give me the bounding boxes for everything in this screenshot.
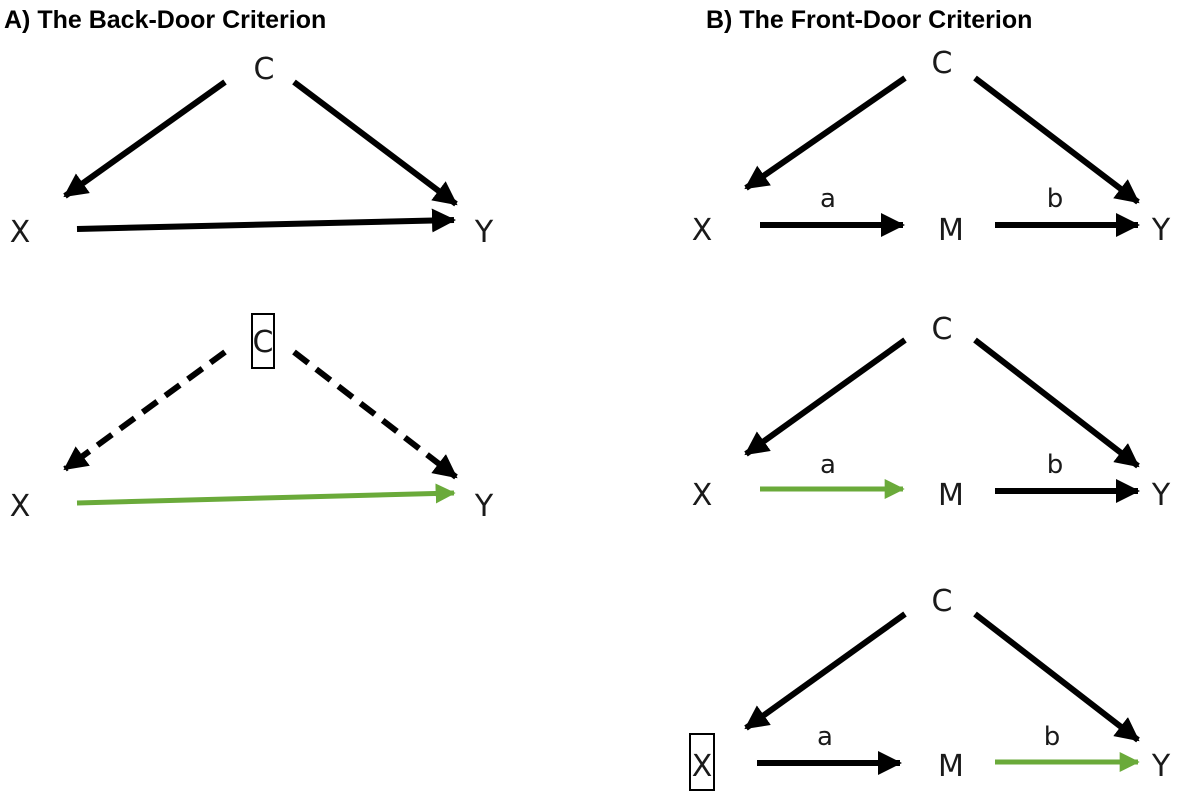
edge-c-to-y — [292, 79, 458, 207]
panel-title-frontdoor: B) The Front-Door Criterion — [706, 6, 1032, 34]
edge-c-to-y — [973, 75, 1140, 205]
edge-label-a: a — [820, 450, 836, 480]
edge-label-a: a — [817, 722, 833, 752]
node-y: Y — [1151, 478, 1171, 513]
node-y: Y — [474, 489, 494, 524]
edge-c-to-x — [744, 75, 907, 191]
node-x: X — [10, 489, 31, 524]
node-m: M — [938, 478, 964, 513]
panel-title-backdoor: A) The Back-Door Criterion — [4, 6, 326, 34]
edge-c-to-y — [292, 349, 458, 480]
node-c: C — [253, 325, 274, 360]
node-y: Y — [1151, 749, 1171, 784]
backdoor-adjusted-diagram: C X Y — [10, 313, 494, 524]
node-x: X — [692, 478, 713, 513]
edge-x-to-y — [76, 208, 456, 233]
edge-c-to-y — [973, 337, 1140, 469]
node-x: X — [692, 749, 713, 784]
node-y: Y — [474, 215, 494, 250]
node-m: M — [938, 749, 964, 784]
backdoor-unadjusted-diagram: C X Y — [10, 52, 494, 250]
edge-x-to-y — [76, 483, 456, 506]
edge-c-to-x — [744, 337, 907, 457]
conditioning-box — [689, 733, 715, 791]
frontdoor-step-b-diagram: C X M Y a b — [689, 584, 1171, 791]
frontdoor-full-diagram: C X M Y a b — [692, 46, 1171, 248]
node-c: C — [932, 46, 953, 81]
node-y: Y — [1151, 213, 1171, 248]
node-c: C — [932, 584, 953, 619]
edge-label-b: b — [1047, 450, 1064, 480]
node-m: M — [938, 213, 964, 248]
edge-label-a: a — [820, 184, 836, 214]
edge-c-to-x — [63, 349, 227, 472]
node-c: C — [254, 52, 275, 87]
conditioning-box — [251, 313, 275, 369]
edge-c-to-x — [744, 611, 907, 731]
node-x: X — [10, 215, 31, 250]
edge-label-b: b — [1047, 184, 1064, 214]
edge-label-b: b — [1044, 722, 1061, 752]
frontdoor-step-a-diagram: C X M Y a b — [692, 312, 1171, 513]
edge-c-to-y — [973, 611, 1140, 743]
edge-c-to-x — [63, 79, 227, 199]
node-x: X — [692, 213, 713, 248]
node-c: C — [932, 312, 953, 347]
